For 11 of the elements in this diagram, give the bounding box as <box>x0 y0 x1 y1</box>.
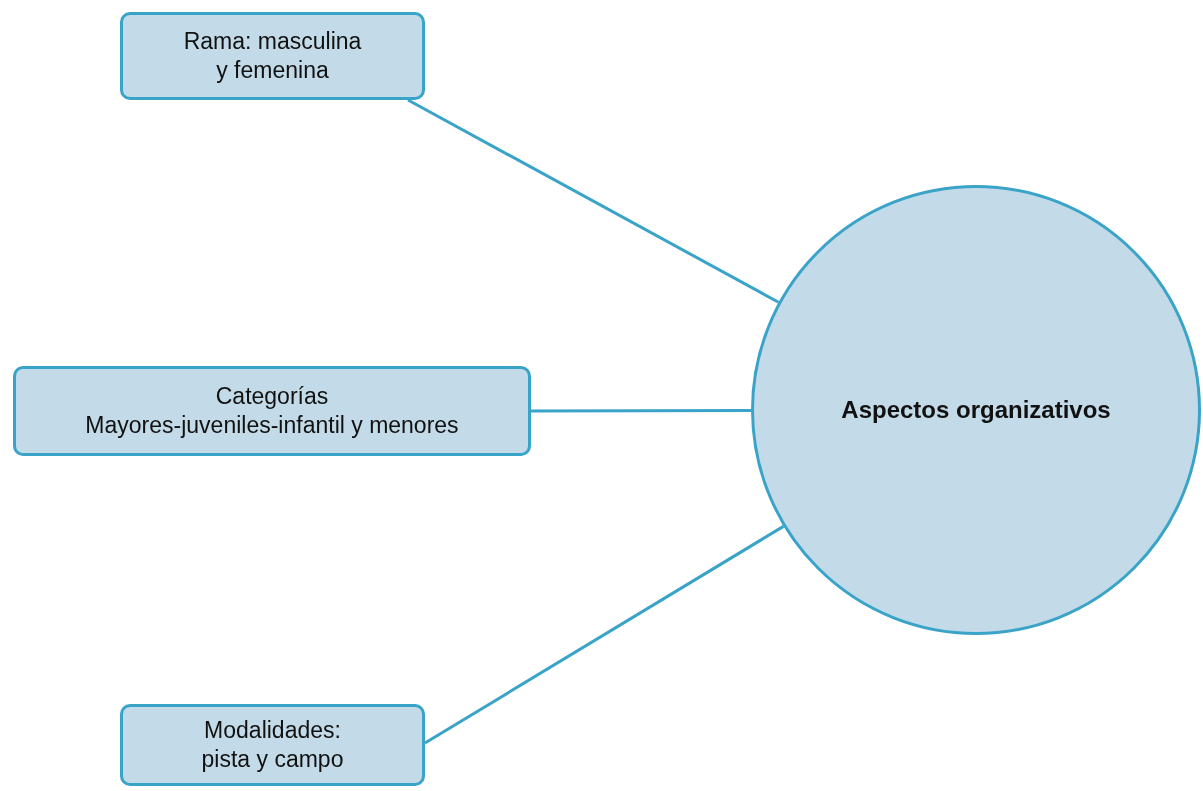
connector-line <box>531 409 751 413</box>
box-text: Modalidades: pista y campo <box>200 716 345 774</box>
connector-line <box>407 98 780 304</box>
topic-title: Aspectos organizativos <box>841 395 1111 425</box>
topic-box <box>120 12 425 100</box>
box-text: Rama: masculina y femenina <box>183 27 362 85</box>
connector-line <box>424 525 785 745</box>
topic-box <box>120 704 425 786</box>
box-heading: Categorías <box>215 382 329 411</box>
topic-box <box>13 366 531 456</box>
box-text: Mayores-juveniles-infantil y menores <box>85 411 459 440</box>
